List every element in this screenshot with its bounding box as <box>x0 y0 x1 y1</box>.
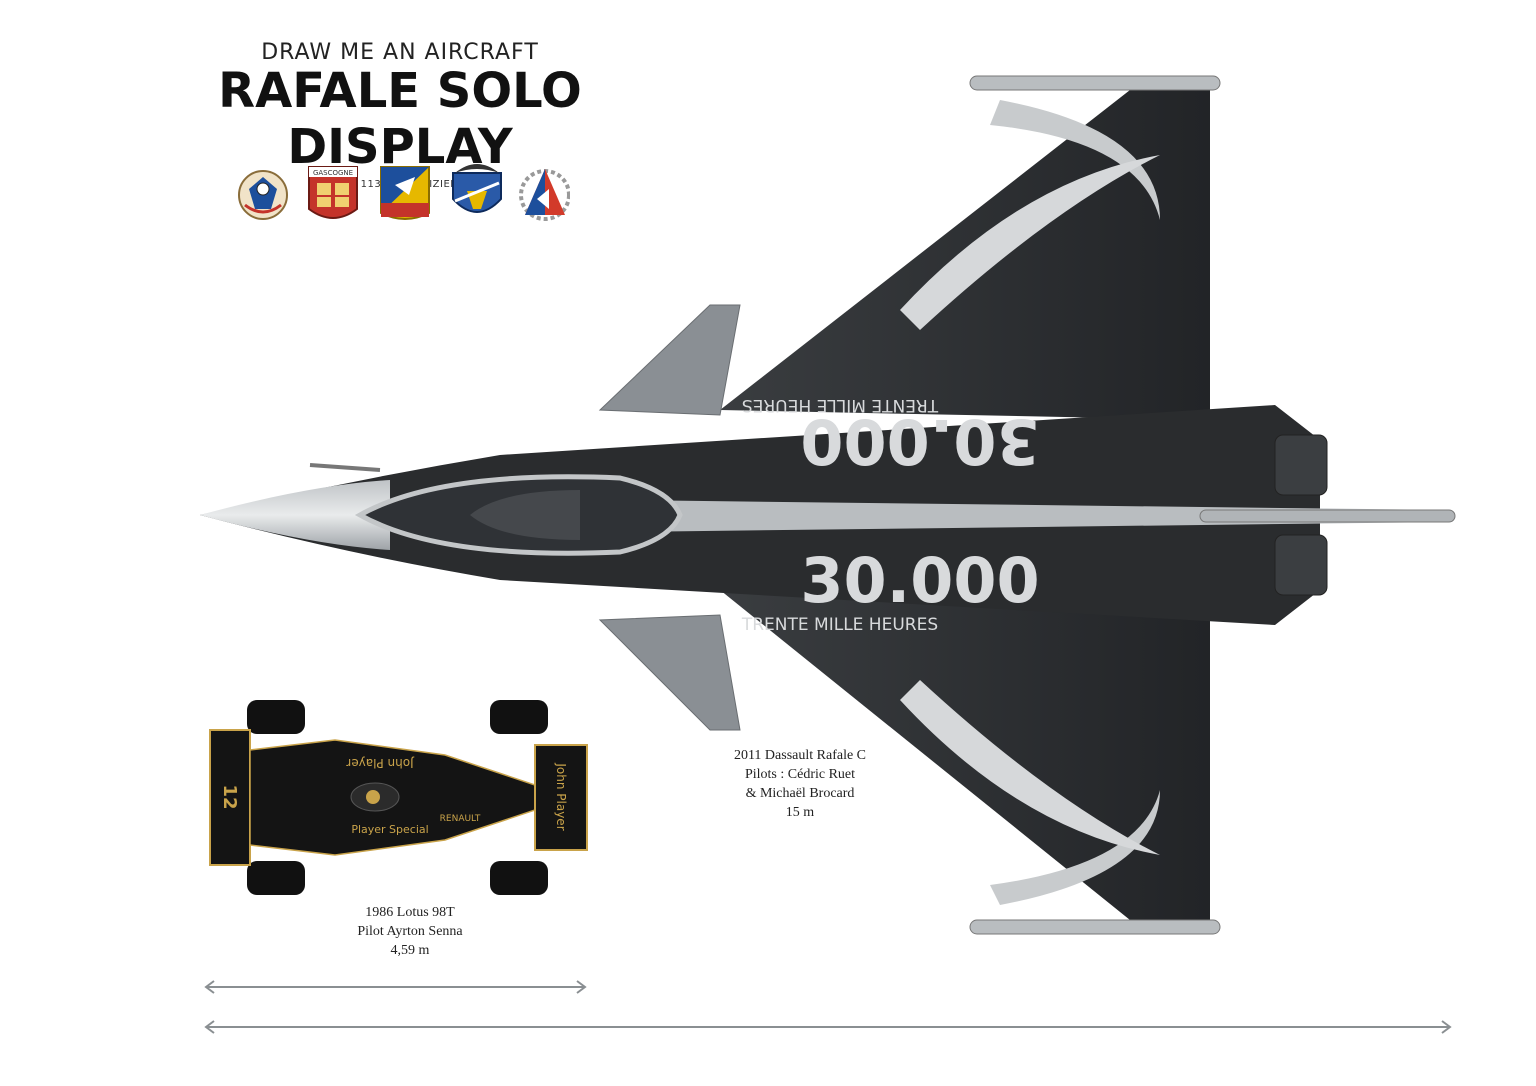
rafale-centerline-missile <box>1199 509 1456 523</box>
rafale-livery-number-lower: 30.000 <box>800 544 1039 617</box>
rafale-upper-canard <box>598 304 741 416</box>
rafale-caption: 2011 Dassault Rafale C Pilots : Cédric R… <box>700 746 900 822</box>
rafale-cockpit <box>470 490 580 540</box>
squadron-badges: GASCOGNE <box>238 164 570 221</box>
squadron-badge-gascogne: GASCOGNE <box>308 166 358 219</box>
rafale-lower-swoosh-arc <box>900 680 1160 855</box>
rafale-caption-pilot-2: & Michaël Brocard <box>745 786 855 801</box>
lotus-engine-brand: RENAULT <box>440 814 481 824</box>
squadron-badge-horseman <box>238 170 288 220</box>
rafale-upper-nozzle <box>1274 434 1328 496</box>
scale-arrows <box>204 980 1452 1034</box>
lotus-front-wing <box>534 744 588 851</box>
rafale-illustration: 30.000 30.000 TRENTE MILLE HEURES TRENTE… <box>200 75 1456 935</box>
squadron-badge-eagle-shield <box>452 164 502 213</box>
lotus-illustration: 12 John Player Player Special RENAULT Jo… <box>209 700 588 895</box>
rafale-livery-number-upper: 30.000 <box>800 405 1039 478</box>
lotus-rear-wing <box>209 729 251 866</box>
lotus-helmet <box>366 790 380 804</box>
gascogne-label: GASCOGNE <box>313 169 353 177</box>
lotus-front-wing-sponsor: John Player <box>554 762 568 830</box>
rafale-lower-canard <box>598 614 741 731</box>
lotus-sponsor-special: Player Special <box>351 823 428 836</box>
rafale-livery-text-lower: TRENTE MILLE HEURES <box>741 615 938 635</box>
lotus-caption: 1986 Lotus 98T Pilot Ayrton Senna 4,59 m <box>310 903 510 960</box>
lotus-front-left-wheel <box>490 700 548 734</box>
lotus-car-number: 12 <box>219 784 240 809</box>
rafale-livery-text-upper: TRENTE MILLE HEURES <box>742 395 939 415</box>
kicker-text: DRAW ME AN AIRCRAFT <box>261 40 539 65</box>
rafale-spine <box>620 500 1450 532</box>
lotus-rear-left-wheel <box>247 700 305 734</box>
lotus-rear-right-wheel <box>247 861 305 895</box>
rafale-upper-swoosh-arc <box>900 155 1160 330</box>
lotus-sponsor-upper: John Player <box>346 756 414 770</box>
rafale-caption-length: 15 m <box>785 805 815 820</box>
lotus-caption-length: 4,59 m <box>390 943 430 958</box>
rafale-refuel-probe <box>309 463 381 472</box>
rafale-length-arrow <box>204 1020 1452 1034</box>
squadron-badge-triangle <box>519 169 570 221</box>
rafale-caption-pilots: Pilots : Cédric Ruet <box>744 767 856 782</box>
rafale-caption-model: 2011 Dassault Rafale C <box>733 748 867 763</box>
lotus-caption-pilot: Pilot Ayrton Senna <box>357 924 463 939</box>
lotus-front-right-wheel <box>490 861 548 895</box>
rafale-nose-cone <box>200 480 390 550</box>
rafale-upper-swoosh <box>990 100 1160 220</box>
rafale-upper-wingtip-missile <box>969 75 1221 91</box>
header-block: DRAW ME AN AIRCRAFT RAFALE SOLO DISPLAY … <box>100 40 700 190</box>
rafale-lower-wingtip-missile <box>969 919 1221 935</box>
rafale-lower-nozzle <box>1274 534 1328 596</box>
squadron-badge-blue-yellow <box>380 166 430 220</box>
lotus-length-arrow <box>204 980 587 994</box>
lotus-caption-model: 1986 Lotus 98T <box>365 905 455 920</box>
rafale-lower-swoosh <box>990 790 1160 905</box>
